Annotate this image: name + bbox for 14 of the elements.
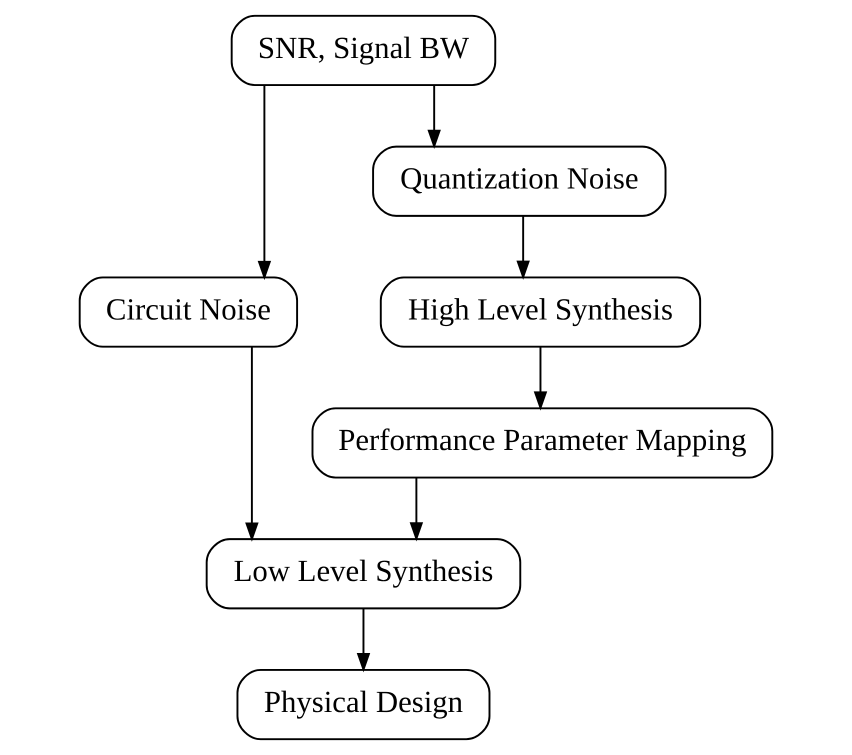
arrow (258, 85, 272, 280)
node-box: Performance Parameter Mapping (312, 407, 774, 478)
arrow (410, 478, 424, 542)
arrow (427, 86, 441, 150)
node-box: Low Level Synthesis (206, 538, 522, 610)
node-box: Physical Design (236, 668, 490, 740)
node-box: SNR, Signal BW (230, 14, 496, 86)
node-box: Circuit Noise (78, 276, 298, 348)
node-box: Quantization Noise (372, 146, 666, 217)
node-box: High Level Synthesis (380, 276, 702, 348)
arrow (356, 608, 370, 672)
arrow (534, 347, 548, 411)
arrow (245, 346, 259, 542)
arrow (516, 216, 530, 280)
